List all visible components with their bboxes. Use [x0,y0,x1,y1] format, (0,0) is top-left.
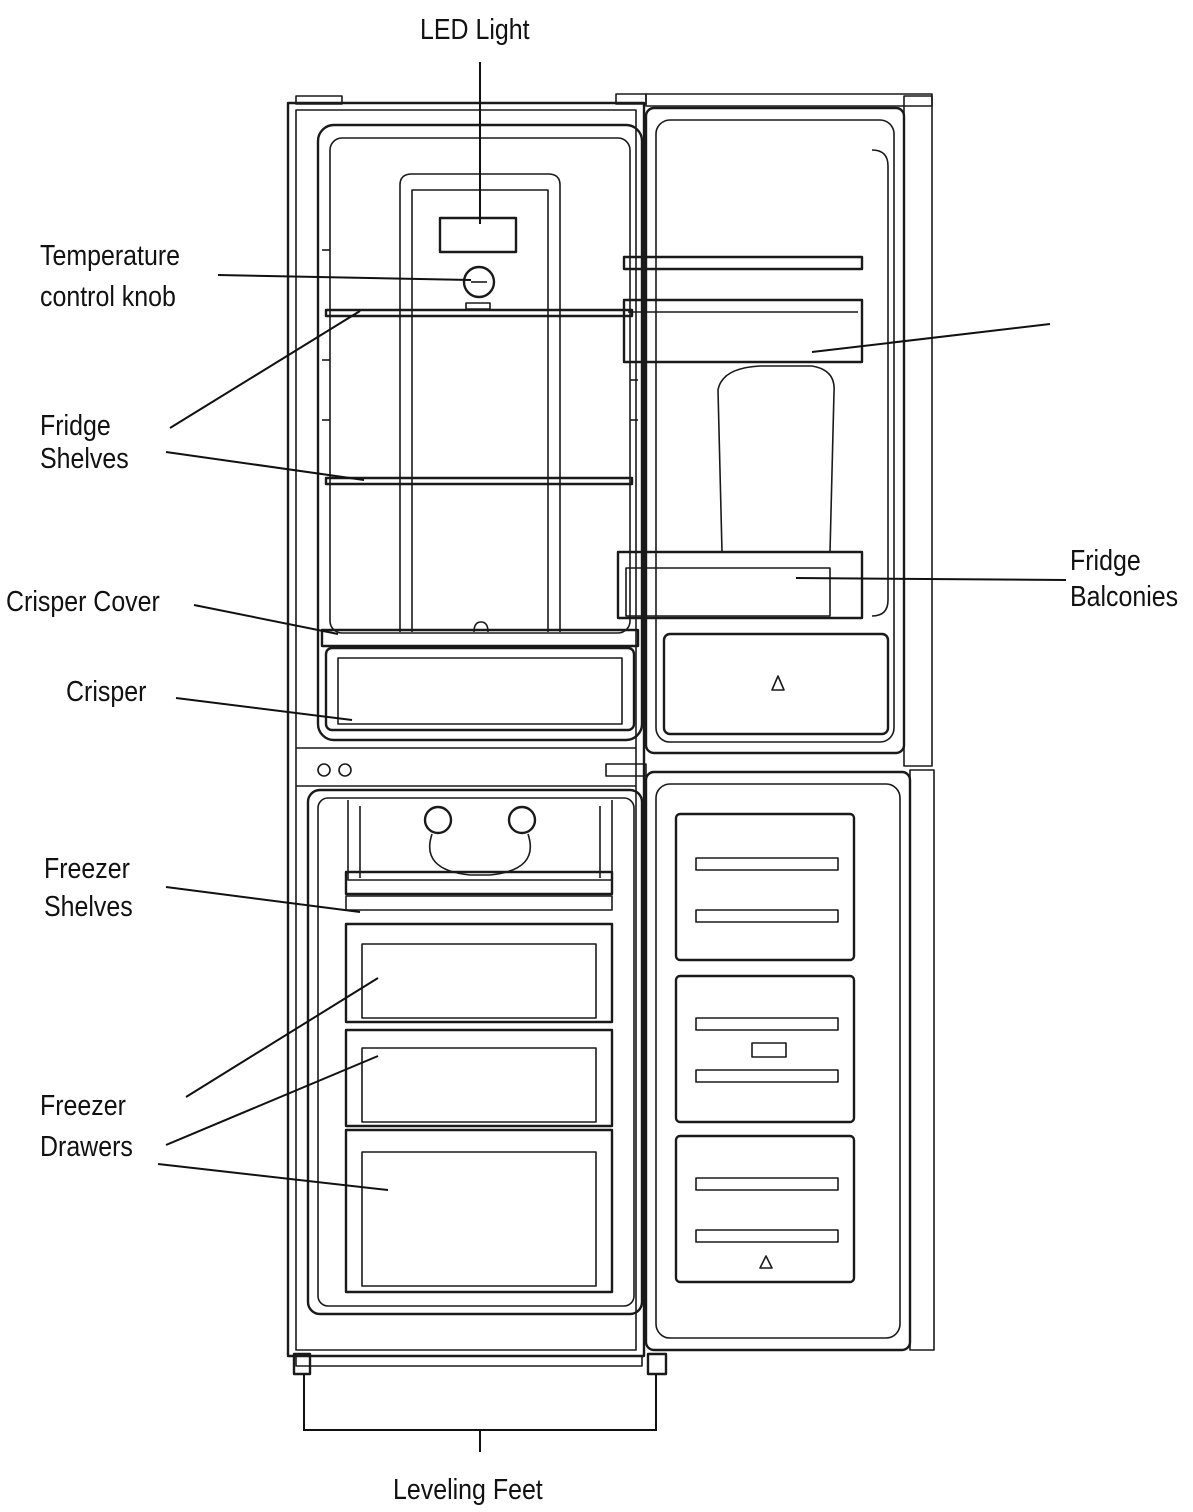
label-fridge-shelves-line2: Shelves [40,443,129,475]
label-freezer-shelves-line2: Shelves [44,891,133,923]
label-fridge-shelves-line1: Fridge [40,410,111,442]
cabinet [286,93,647,1367]
leveling-feet [292,1352,668,1452]
label-crisper: Crisper [66,676,147,708]
freezer-door [605,763,935,1352]
label-freezer-drawers-line2: Drawers [40,1131,133,1163]
label-temperature-knob-line1: Temperature [40,240,181,272]
label-led-light: LED Light [420,14,530,46]
label-freezer-drawers-line1: Freezer [40,1090,126,1122]
freezer-compartment [306,788,644,1316]
leader-lines [157,62,1067,1191]
label-crisper-cover: Crisper Cover [6,586,160,618]
label-freezer-shelves-line1: Freezer [44,853,130,885]
label-leveling-feet: Leveling Feet [393,1474,543,1506]
fridge-door [616,93,933,767]
label-fridge-balconies-line2: Balconies [1070,581,1179,613]
label-temperature-knob-line2: control knob [40,281,176,313]
label-fridge-balconies-line1: Fridge [1070,545,1141,577]
